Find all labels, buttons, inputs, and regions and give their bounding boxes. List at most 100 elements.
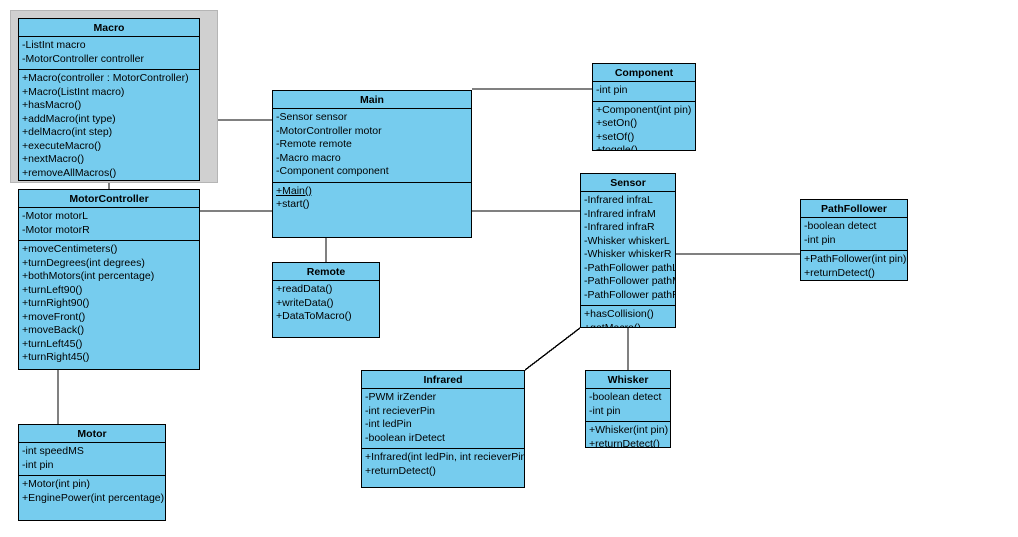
attribute-row: -Sensor sensor	[276, 111, 348, 123]
method-row: +getMacro()	[584, 321, 641, 328]
method-row: +hasCollision()	[584, 308, 654, 320]
attribute-row: -PWM irZender	[365, 391, 437, 403]
attributes-compartment-infrared: -PWM irZender-int recieverPin-int ledPin…	[362, 389, 524, 449]
class-box-motor[interactable]: Motor-int speedMS-int pin+Motor(int pin)…	[18, 424, 166, 521]
attribute-row: -Component component	[276, 165, 389, 177]
attribute-row: -MotorController motor	[276, 124, 382, 137]
method-row: +addMacro(int type)	[22, 112, 116, 125]
class-name-motorcontroller: MotorController	[19, 190, 199, 208]
attribute-row: -PathFollower pathL	[584, 261, 676, 274]
attribute-row: -Infrared infraL	[584, 194, 653, 206]
method-row: +bothMotors(int percentage)	[22, 270, 155, 282]
methods-compartment-main: +Main()+start()	[273, 183, 471, 215]
association-edge-sensor-infrared[interactable]	[524, 327, 581, 371]
method-row: +turnDegrees(int degrees)	[22, 256, 145, 269]
class-name-whisker: Whisker	[586, 371, 670, 389]
method-row: +Macro(ListInt macro)	[22, 85, 125, 98]
attribute-row: -Remote remote	[276, 138, 352, 150]
attributes-compartment-motorcontroller: -Motor motorL-Motor motorR	[19, 208, 199, 241]
class-name-motor: Motor	[19, 425, 165, 443]
method-row: +executeMacro()	[22, 139, 102, 152]
attribute-row: -boolean detect	[589, 391, 662, 403]
methods-compartment-component: +Component(int pin)+setOn()+setOf()+togg…	[593, 102, 695, 151]
attribute-row: -int ledPin	[365, 418, 412, 430]
method-row: +EnginePower(int percentage)	[22, 491, 165, 504]
class-name-infrared: Infrared	[362, 371, 524, 389]
method-row: +setOn()	[596, 117, 638, 129]
methods-compartment-sensor: +hasCollision()+getMacro()	[581, 306, 675, 328]
class-box-whisker[interactable]: Whisker -boolean detect-int pin +Whisker(i…	[585, 370, 671, 448]
method-row: +writeData()	[276, 296, 334, 309]
class-name-component: Component	[593, 64, 695, 82]
methods-compartment-pathfollower: +PathFollower(int pin)+returnDetect()	[801, 251, 907, 280]
methods-compartment-motor: +Motor(int pin)+EnginePower(int percenta…	[19, 476, 165, 508]
method-row: +Macro(controller : MotorController)	[22, 72, 189, 84]
method-row: +Component(int pin)	[596, 103, 692, 116]
method-row: +setOf()	[596, 130, 635, 143]
attribute-row: -Macro macro	[276, 151, 341, 164]
method-row: +removeAllMacros()	[22, 166, 117, 179]
class-box-component[interactable]: Component-int pin+Component(int pin)+set…	[592, 63, 696, 151]
attribute-row: -ListInt macro	[22, 39, 86, 51]
method-row: +moveBack()	[22, 324, 85, 336]
class-name-macro: Macro	[19, 19, 199, 37]
method-row: +toggle()	[596, 144, 638, 151]
class-box-infrared[interactable]: Infrared-PWM irZender-int recieverPin-in…	[361, 370, 525, 488]
attribute-row: -int speedMS	[22, 445, 84, 457]
attribute-row: -int pin	[596, 84, 628, 96]
method-row: +turnRight90()	[22, 297, 90, 309]
method-row: +hasMacro()	[22, 99, 82, 111]
class-box-remote[interactable]: Remote+readData()+writeData()+DataToMacr…	[272, 262, 380, 338]
method-row: +PathFollower(int pin)	[804, 253, 907, 265]
method-row: +DataToMacro()	[276, 310, 352, 322]
methods-compartment-whisker: +Whisker(int pin)+returnDetect()	[586, 422, 670, 448]
class-box-main[interactable]: Main-Sensor sensor-MotorController motor…	[272, 90, 472, 238]
methods-compartment-infrared: +Infrared(int ledPin, int recieverPin)+r…	[362, 449, 524, 481]
attributes-compartment-pathfollower: -boolean detect-int pin	[801, 218, 907, 251]
attributes-compartment-sensor: -Infrared infraL-Infrared infraM-Infrare…	[581, 192, 675, 306]
attribute-row: -Infrared infraR	[584, 221, 655, 233]
attribute-row: -Whisker whiskerR	[584, 248, 672, 260]
attribute-row: -int recieverPin	[365, 404, 436, 417]
method-row: +Infrared(int ledPin, int recieverPin)	[365, 451, 525, 463]
methods-compartment-motorcontroller: +moveCentimeters()+turnDegrees(int degre…	[19, 241, 199, 368]
method-row: +returnDetect()	[365, 464, 436, 477]
attributes-compartment-macro: -ListInt macro-MotorController controlle…	[19, 37, 199, 70]
attribute-row: -int pin	[589, 404, 621, 417]
class-name-sensor: Sensor	[581, 174, 675, 192]
method-row: +turnRight45()	[22, 351, 90, 363]
attribute-row: -boolean irDetect	[365, 431, 445, 444]
attribute-row: -int pin	[22, 458, 54, 471]
attribute-row: -PathFollower pathR	[584, 288, 676, 301]
attribute-row: -Motor motorL	[22, 210, 88, 222]
class-box-pathfollower[interactable]: PathFollower-boolean detect-int pin+Path…	[800, 199, 908, 281]
class-name-main: Main	[273, 91, 471, 109]
method-row: +Whisker(int pin)	[589, 424, 669, 436]
method-row: +readData()	[276, 283, 333, 295]
attribute-row: -PathFollower pathM	[584, 275, 676, 287]
class-box-motorcontroller[interactable]: MotorController-Motor motorL-Motor motor…	[18, 189, 200, 370]
method-row: +Motor(int pin)	[22, 478, 90, 490]
attribute-row: -Motor motorR	[22, 223, 90, 236]
method-row: +Main()	[276, 184, 312, 197]
class-box-sensor[interactable]: Sensor-Infrared infraL-Infrared infraM-I…	[580, 173, 676, 328]
attributes-compartment-component: -int pin	[593, 82, 695, 102]
class-name-pathfollower: PathFollower	[801, 200, 907, 218]
attributes-compartment-main: -Sensor sensor-MotorController motor-Rem…	[273, 109, 471, 183]
attributes-compartment-motor: -int speedMS-int pin	[19, 443, 165, 476]
method-row: +start()	[276, 198, 310, 210]
method-row: +turnLeft45()	[22, 337, 83, 350]
attribute-row: -Whisker whiskerL	[584, 234, 670, 247]
class-box-macro[interactable]: Macro-ListInt macro-MotorController cont…	[18, 18, 200, 181]
method-row: +turnLeft90()	[22, 283, 83, 296]
methods-compartment-remote: +readData()+writeData()+DataToMacro()	[273, 281, 379, 327]
methods-compartment-macro: +Macro(controller : MotorController)+Mac…	[19, 70, 199, 180]
method-row: +delMacro(int step)	[22, 126, 113, 138]
method-row: +moveFront()	[22, 310, 86, 323]
method-row: +moveCentimeters()	[22, 243, 118, 255]
class-name-remote: Remote	[273, 263, 379, 281]
method-row: +returnDetect()	[589, 437, 660, 448]
method-row: +nextMacro()	[22, 153, 85, 165]
method-row: +returnDetect()	[804, 266, 875, 279]
